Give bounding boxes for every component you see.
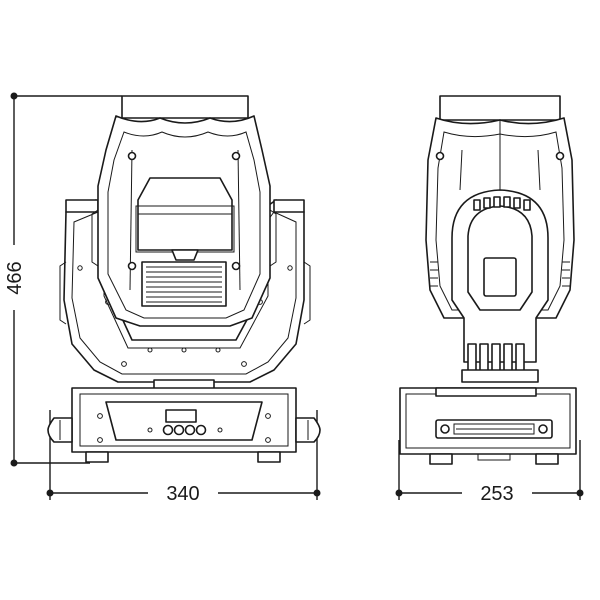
front-head-vent xyxy=(141,261,227,307)
side-yoke-rib-notches xyxy=(473,196,531,211)
front-yoke-cap-left xyxy=(65,199,99,213)
side-yoke-bottom-fins xyxy=(467,343,525,375)
front-width-label: 340 xyxy=(166,483,199,505)
front-view xyxy=(47,95,321,463)
side-width-label: 253 xyxy=(480,483,513,505)
height-dim-bottom-dot xyxy=(10,459,18,467)
front-control-buttons xyxy=(162,424,207,436)
side-dim-left-dot xyxy=(395,489,403,497)
front-dim-left-dot xyxy=(46,489,54,497)
front-head-latch xyxy=(171,249,199,261)
side-base-top-lip xyxy=(435,387,537,397)
height-dim-label: 466 xyxy=(4,261,26,294)
side-yoke-slot xyxy=(483,257,517,297)
side-neck xyxy=(461,369,539,383)
height-dimension: 466 xyxy=(4,92,122,467)
side-foot-right xyxy=(535,453,559,465)
side-connector-left xyxy=(440,424,450,434)
height-dim-top-dot xyxy=(10,92,18,100)
front-head-screws xyxy=(127,151,241,271)
front-head-cap xyxy=(121,95,249,119)
side-foot-left xyxy=(429,453,453,465)
side-head-screw-left xyxy=(435,151,445,161)
front-foot-right xyxy=(257,451,281,463)
side-connector-right xyxy=(538,424,548,434)
side-dim-right-dot xyxy=(576,489,584,497)
side-head-cap xyxy=(439,95,561,121)
front-display xyxy=(165,409,197,423)
side-view xyxy=(399,95,577,465)
side-head-screw-right xyxy=(555,151,565,161)
side-head-vent-right xyxy=(562,261,570,287)
front-yoke-cap-right xyxy=(273,199,305,213)
front-foot-left xyxy=(85,451,109,463)
front-dim-right-dot xyxy=(313,489,321,497)
side-width-dimension: 253 xyxy=(395,440,584,505)
side-head-vent-left xyxy=(430,261,438,287)
